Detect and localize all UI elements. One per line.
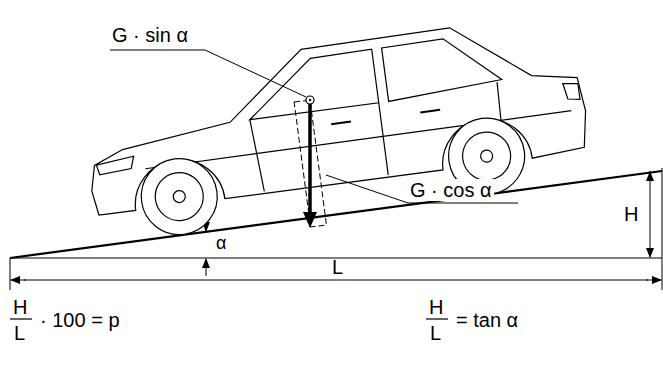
force-label: G · cos α: [408, 179, 494, 201]
formula-text: H: [427, 296, 445, 318]
formula-text: H: [11, 296, 29, 318]
dimension-label: L: [330, 256, 345, 278]
formula-text: L: [12, 322, 27, 344]
force-label: G · sin α: [110, 24, 190, 46]
angle-label: α: [214, 234, 228, 254]
formula-text: · 100 = p: [38, 309, 122, 331]
formula-text: L: [428, 322, 443, 344]
formula-text: = tan α: [454, 309, 520, 331]
dimension-label: H: [622, 203, 640, 225]
